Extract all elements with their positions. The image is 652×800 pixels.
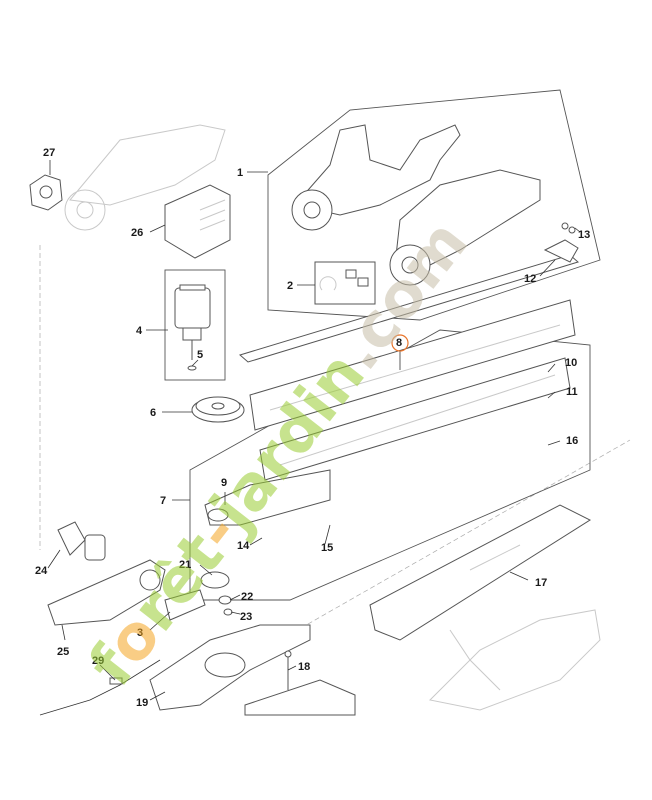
ghost-handle-bottom-right [428, 609, 601, 711]
frame-handle-assembly [267, 89, 601, 321]
callout-9: 9 [221, 477, 227, 489]
callout-21: 21 [179, 559, 191, 571]
callout-2: 2 [287, 280, 293, 292]
callout-11: 11 [566, 386, 578, 398]
part-12-bar [238, 239, 580, 363]
callout-26: 26 [131, 227, 143, 239]
callout-27: 27 [43, 147, 55, 159]
part-23-ring [223, 608, 233, 616]
part-8-blade-upper [249, 299, 576, 431]
callout-18: 18 [298, 661, 310, 673]
callout-23: 23 [240, 611, 252, 623]
part-17-guard [369, 504, 592, 641]
part-13-screws [561, 222, 576, 234]
part-29-connector [109, 677, 123, 685]
callout-7: 7 [160, 495, 166, 507]
callout-10: 10 [565, 357, 577, 369]
part-29-cable [39, 659, 161, 716]
part-4-motor [174, 284, 211, 360]
part-6-gear [191, 396, 245, 423]
part-5-washer [187, 365, 197, 371]
callout-14: 14 [237, 540, 250, 552]
callout-labels: 27 1 2 4 5 6 7 8 9 10 11 12 13 14 16 15 … [35, 147, 590, 709]
part-9-plate [204, 469, 331, 526]
ghost-handle-top [64, 124, 226, 231]
part-18-screw-head [284, 650, 292, 658]
callout-25: 25 [57, 646, 69, 658]
part-1-handle [291, 124, 541, 286]
callout-1: 1 [237, 167, 243, 179]
part-19-base [149, 624, 311, 711]
callout-24: 24 [35, 565, 48, 577]
frame-motor [164, 269, 226, 381]
callout-19: 19 [136, 697, 148, 709]
callout-29: 29 [92, 655, 104, 667]
part-22-ring [218, 595, 232, 605]
part-21-washer [200, 571, 230, 589]
callout-22: 22 [241, 591, 253, 603]
callout-6: 6 [150, 407, 156, 419]
part-2-clips [314, 261, 376, 305]
ghost-dashed-lines [39, 245, 631, 641]
callout-4: 4 [136, 325, 143, 337]
callout-8: 8 [396, 337, 402, 349]
callout-13: 13 [578, 229, 590, 241]
callout-5: 5 [197, 349, 203, 361]
highlight-marker-8 [391, 334, 409, 352]
part-27-pinion [29, 174, 63, 211]
part-8-blade-lower [259, 357, 571, 481]
leader-lines [47, 160, 581, 701]
callout-3: 3 [137, 627, 143, 639]
callout-17: 17 [535, 577, 547, 589]
part-24-spring [57, 521, 106, 561]
part-25-housing [47, 559, 166, 626]
callout-15: 15 [321, 542, 333, 554]
callout-16: 16 [566, 435, 578, 447]
part-26-cover [164, 184, 231, 259]
callout-12: 12 [524, 273, 536, 285]
part-lower-housing [244, 679, 356, 716]
